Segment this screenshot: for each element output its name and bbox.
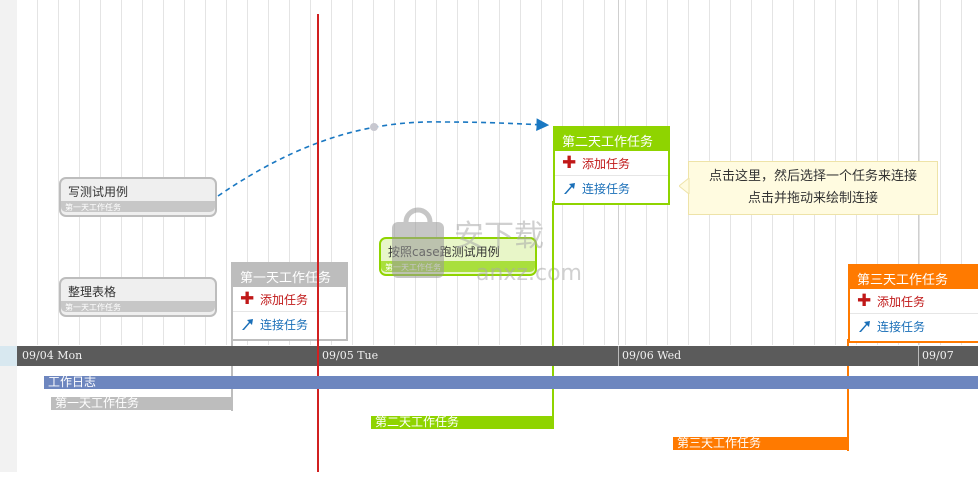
link-task-label: 连接任务 — [877, 319, 926, 334]
watermark-logo: 安下载 anxz.com — [392, 207, 582, 286]
gantt-bar-day1[interactable]: 第一天工作任务 — [51, 397, 233, 410]
plus-icon: ✚ — [562, 153, 577, 173]
plus-icon: ✚ — [857, 291, 872, 311]
gantt-bar-log[interactable]: 工作日志 — [44, 376, 978, 389]
add-task-button[interactable]: ✚ 添加任务 — [555, 151, 668, 176]
add-task-button[interactable]: ✚ 添加任务 — [233, 287, 346, 312]
task-connector — [217, 118, 550, 197]
link-arrow-icon — [857, 319, 871, 333]
popup-header: 第三天工作任务 — [850, 266, 978, 289]
add-task-label: 添加任务 — [260, 292, 309, 307]
connector-handle — [370, 123, 378, 131]
task-title: 整理表格 — [68, 285, 117, 299]
timeline-corner — [0, 346, 17, 366]
watermark-text: anxz.com — [476, 261, 582, 286]
timeline-day-label: 09/07 — [922, 349, 954, 362]
tooltip-line1: 点击这里，然后选择一个任务来连接 — [708, 169, 917, 184]
link-task-button[interactable]: 连接任务 — [850, 314, 978, 338]
popup-header: 第一天工作任务 — [233, 264, 346, 287]
popup-day2: 第二天工作任务 ✚ 添加任务 连接任务 — [553, 126, 670, 205]
popup-stem — [231, 337, 233, 411]
connection-tooltip: 点击这里，然后选择一个任务来连接 点击并拖动来绘制连接 — [688, 161, 938, 215]
link-task-button[interactable]: 连接任务 — [233, 312, 346, 336]
popup-stem — [847, 339, 849, 451]
popup-header: 第二天工作任务 — [555, 128, 668, 151]
task-subtitle: 第一天工作任务 — [61, 301, 215, 312]
task-card-organize-table[interactable]: 整理表格 第一天工作任务 — [59, 277, 217, 317]
timeline-separator — [618, 346, 619, 366]
tooltip-pointer — [679, 178, 690, 194]
task-card-write-test-cases[interactable]: 写测试用例 第一天工作任务 — [59, 177, 217, 217]
link-task-label: 连接任务 — [260, 317, 309, 332]
task-title: 写测试用例 — [68, 185, 129, 199]
link-task-label: 连接任务 — [582, 181, 631, 196]
today-marker — [317, 14, 319, 472]
timeline-day-label: 09/05 Tue — [322, 349, 379, 362]
task-subtitle: 第一天工作任务 — [61, 201, 215, 212]
gantt-bar-day3[interactable]: 第三天工作任务 — [673, 437, 849, 450]
link-arrow-icon — [562, 181, 576, 195]
add-task-label: 添加任务 — [877, 294, 926, 309]
timeline-separator — [918, 346, 919, 366]
timeline-header — [17, 346, 978, 366]
timeline-day-label: 09/06 Wed — [622, 349, 682, 362]
plus-icon: ✚ — [240, 289, 255, 309]
tooltip-line2: 点击并拖动来绘制连接 — [747, 191, 878, 206]
gantt-bar-day2[interactable]: 第二天工作任务 — [371, 416, 554, 429]
add-task-label: 添加任务 — [582, 156, 631, 171]
link-arrow-icon — [240, 317, 254, 331]
link-task-button[interactable]: 连接任务 — [555, 176, 668, 200]
popup-day1: 第一天工作任务 ✚ 添加任务 连接任务 — [231, 262, 348, 341]
add-task-button[interactable]: ✚ 添加任务 — [850, 289, 978, 314]
popup-stem — [552, 201, 554, 425]
svg-text:安下载: 安下载 — [454, 219, 544, 254]
timeline-day-label: 09/04 Mon — [22, 349, 83, 362]
popup-day3: 第三天工作任务 ✚ 添加任务 连接任务 — [848, 264, 978, 343]
